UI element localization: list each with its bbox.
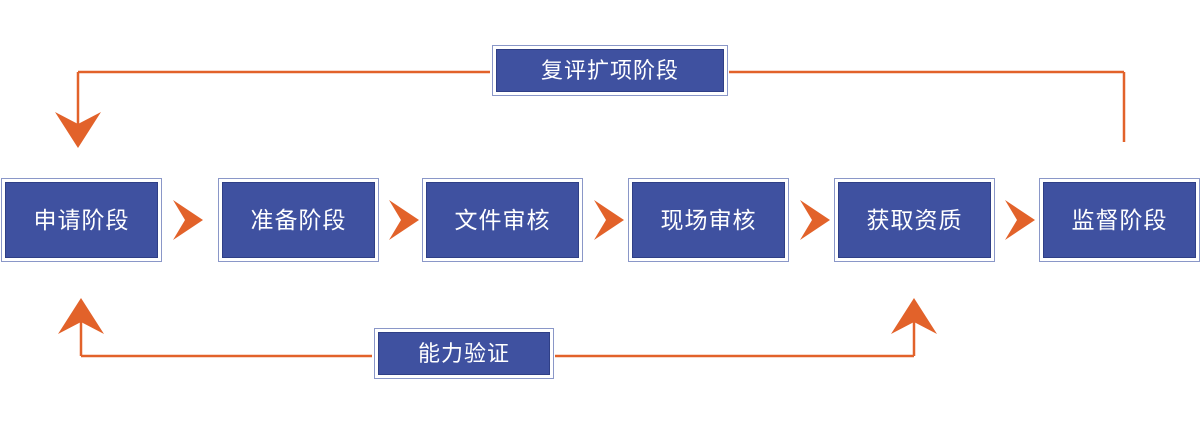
arrowhead-down-icon: [55, 112, 101, 148]
box-stage-site-audit[interactable]: 现场审核: [628, 178, 789, 262]
box-stage-apply[interactable]: 申请阶段: [1, 178, 162, 262]
box-stage-apply-label: 申请阶段: [33, 206, 130, 233]
box-stage-doc-review-label: 文件审核: [454, 206, 551, 233]
box-stage-supervise-label: 监督阶段: [1071, 206, 1168, 233]
box-capability-verification-label: 能力验证: [417, 340, 510, 366]
box-stage-get-cert-label: 获取资质: [866, 206, 963, 233]
box-capability-verification[interactable]: 能力验证: [374, 328, 554, 379]
box-reassessment-stage-label: 复评扩项阶段: [540, 57, 679, 83]
arrowhead-up-right-icon: [891, 298, 937, 334]
box-stage-get-cert[interactable]: 获取资质: [834, 178, 995, 262]
box-stage-supervise[interactable]: 监督阶段: [1039, 178, 1200, 262]
chevron-arrow-3-icon: [592, 198, 626, 242]
chevron-arrow-4-icon: [798, 198, 832, 242]
box-stage-doc-review-inner: 文件审核: [426, 182, 579, 258]
box-reassessment-stage[interactable]: 复评扩项阶段: [492, 45, 728, 96]
box-stage-apply-inner: 申请阶段: [5, 182, 158, 258]
connector-capability-verification: [58, 298, 937, 358]
chevron-arrow-1-icon: [171, 198, 205, 242]
box-stage-site-audit-label: 现场审核: [660, 206, 757, 233]
box-stage-prepare[interactable]: 准备阶段: [218, 178, 379, 262]
box-capability-verification-inner: 能力验证: [378, 332, 550, 375]
box-reassessment-stage-inner: 复评扩项阶段: [496, 49, 724, 92]
arrowhead-up-left-icon: [58, 298, 104, 334]
box-stage-prepare-label: 准备阶段: [250, 206, 347, 233]
box-stage-site-audit-inner: 现场审核: [632, 182, 785, 258]
box-stage-supervise-inner: 监督阶段: [1043, 182, 1196, 258]
chevron-arrow-2-icon: [387, 198, 421, 242]
box-stage-get-cert-inner: 获取资质: [838, 182, 991, 258]
connector-reassessment-loop: [55, 70, 1126, 148]
box-stage-prepare-inner: 准备阶段: [222, 182, 375, 258]
box-stage-doc-review[interactable]: 文件审核: [422, 178, 583, 262]
chevron-arrow-5-icon: [1003, 198, 1037, 242]
